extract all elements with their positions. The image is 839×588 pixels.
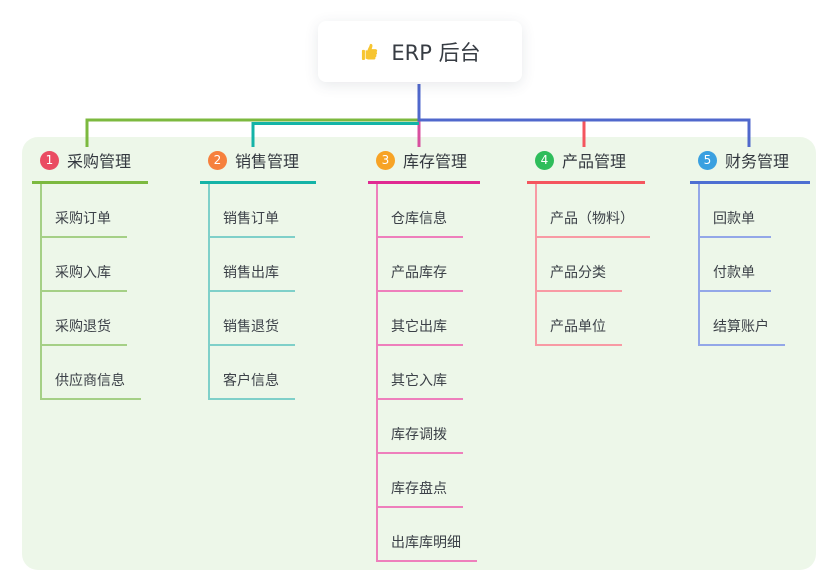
root-title: ERP 后台 — [391, 40, 481, 65]
branch-finance-items: 回款单 付款单 结算账户 — [690, 184, 810, 346]
list-item[interactable]: 采购退货 — [32, 292, 148, 346]
thumbs-up-icon — [359, 41, 381, 63]
root-node[interactable]: ERP 后台 — [318, 21, 522, 82]
list-item[interactable]: 产品单位 — [527, 292, 645, 346]
branch-product: 4 产品管理 产品（物料） 产品分类 产品单位 — [527, 146, 650, 346]
item-label: 供应商信息 — [40, 370, 141, 400]
branch-sales-header[interactable]: 2 销售管理 — [200, 146, 316, 184]
branch-finance-label: 财务管理 — [725, 152, 790, 171]
branch-purchase-header[interactable]: 1 采购管理 — [32, 146, 148, 184]
badge-4-icon: 4 — [535, 150, 554, 170]
item-label: 付款单 — [698, 262, 771, 292]
list-item[interactable]: 供应商信息 — [32, 346, 148, 400]
branch-inventory: 3 库存管理 仓库信息 产品库存 其它出库 其它入库 库存调拨 库存盘点 出库库… — [368, 146, 480, 562]
item-label: 其它出库 — [376, 316, 463, 346]
list-item[interactable]: 销售出库 — [200, 238, 316, 292]
list-item[interactable]: 付款单 — [690, 238, 810, 292]
item-label: 采购入库 — [40, 262, 127, 292]
list-item[interactable]: 库存盘点 — [368, 454, 480, 508]
item-label: 产品分类 — [535, 262, 622, 292]
branches-panel — [22, 137, 816, 570]
badge-2-icon: 2 — [208, 150, 227, 170]
list-item[interactable]: 回款单 — [690, 184, 810, 238]
branch-purchase: 1 采购管理 采购订单 采购入库 采购退货 供应商信息 — [32, 146, 148, 400]
item-label: 产品（物料） — [535, 208, 650, 238]
list-item[interactable]: 采购订单 — [32, 184, 148, 238]
branch-product-items: 产品（物料） 产品分类 产品单位 — [527, 184, 650, 346]
list-item[interactable]: 库存调拨 — [368, 400, 480, 454]
badge-5-icon: 5 — [698, 150, 717, 170]
item-label: 库存调拨 — [376, 424, 463, 454]
item-label: 出库库明细 — [376, 532, 477, 562]
list-item[interactable]: 客户信息 — [200, 346, 316, 400]
list-item[interactable]: 采购入库 — [32, 238, 148, 292]
list-item[interactable]: 产品库存 — [368, 238, 480, 292]
item-label: 库存盘点 — [376, 478, 463, 508]
branch-sales-items: 销售订单 销售出库 销售退货 客户信息 — [200, 184, 316, 400]
list-item[interactable]: 结算账户 — [690, 292, 810, 346]
branch-finance-header[interactable]: 5 财务管理 — [690, 146, 810, 184]
badge-1-icon: 1 — [40, 150, 59, 170]
item-label: 销售出库 — [208, 262, 295, 292]
item-label: 采购订单 — [40, 208, 127, 238]
item-label: 其它入库 — [376, 370, 463, 400]
item-label: 回款单 — [698, 208, 771, 238]
item-label: 销售退货 — [208, 316, 295, 346]
branch-purchase-items: 采购订单 采购入库 采购退货 供应商信息 — [32, 184, 148, 400]
list-item[interactable]: 出库库明细 — [368, 508, 480, 562]
list-item[interactable]: 销售退货 — [200, 292, 316, 346]
item-label: 产品单位 — [535, 316, 622, 346]
branch-sales-label: 销售管理 — [235, 152, 300, 171]
branch-purchase-label: 采购管理 — [67, 152, 132, 171]
branch-inventory-label: 库存管理 — [403, 152, 468, 171]
item-label: 采购退货 — [40, 316, 127, 346]
branch-sales: 2 销售管理 销售订单 销售出库 销售退货 客户信息 — [200, 146, 316, 400]
list-item[interactable]: 其它入库 — [368, 346, 480, 400]
branch-finance: 5 财务管理 回款单 付款单 结算账户 — [690, 146, 810, 346]
item-label: 客户信息 — [208, 370, 295, 400]
branch-product-header[interactable]: 4 产品管理 — [527, 146, 645, 184]
branch-inventory-items: 仓库信息 产品库存 其它出库 其它入库 库存调拨 库存盘点 出库库明细 — [368, 184, 480, 562]
item-label: 产品库存 — [376, 262, 463, 292]
list-item[interactable]: 仓库信息 — [368, 184, 480, 238]
list-item[interactable]: 销售订单 — [200, 184, 316, 238]
list-item[interactable]: 产品（物料） — [527, 184, 650, 238]
item-label: 销售订单 — [208, 208, 295, 238]
list-item[interactable]: 产品分类 — [527, 238, 645, 292]
list-item[interactable]: 其它出库 — [368, 292, 480, 346]
branch-inventory-header[interactable]: 3 库存管理 — [368, 146, 480, 184]
badge-3-icon: 3 — [376, 150, 395, 170]
item-label: 仓库信息 — [376, 208, 463, 238]
branch-product-label: 产品管理 — [562, 152, 627, 171]
item-label: 结算账户 — [698, 316, 785, 346]
